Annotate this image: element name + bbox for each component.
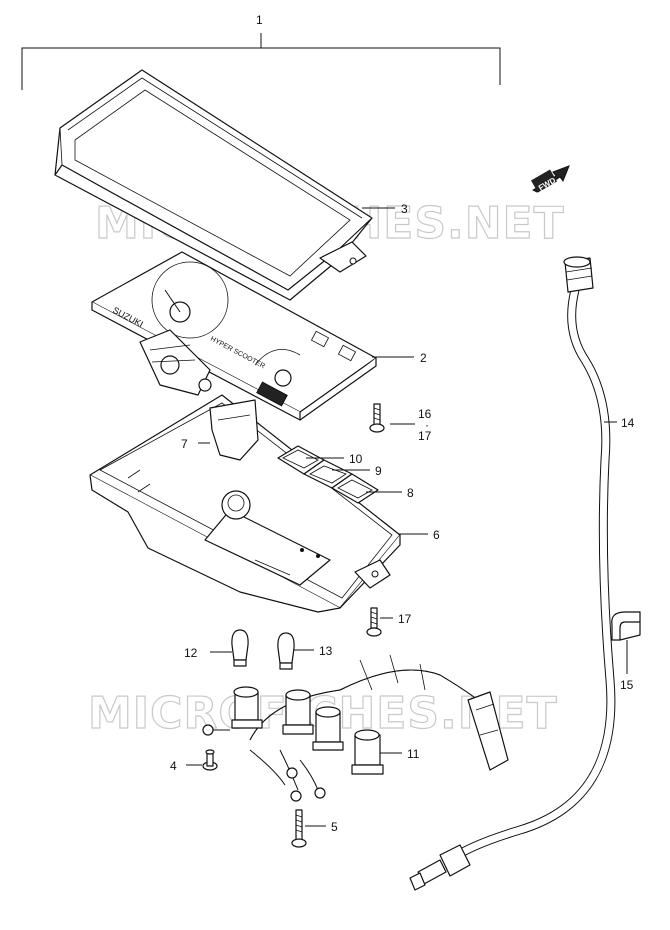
callout-5: 5: [331, 820, 338, 834]
screw-part-5: [291, 809, 307, 848]
bulb-socket-bracket-part: [209, 399, 259, 461]
meter-cover-part: [54, 69, 373, 301]
fwd-arrow-icon: FWD: [530, 165, 570, 193]
callout-11: 11: [407, 747, 420, 761]
callout-8: 8: [407, 486, 414, 500]
speedometer-cable-part: [409, 256, 616, 891]
callout-13: 13: [319, 644, 333, 658]
screw-part-16: [369, 403, 385, 433]
callout-16-dot: ·: [425, 418, 429, 432]
leader-lines: [186, 207, 628, 827]
callout-16: 16: [418, 407, 432, 421]
indicator-lenses: [277, 445, 379, 504]
cable-clamp-part: [611, 611, 641, 641]
assembly-bracket: [21, 33, 501, 90]
callout-labels: 1 2 3 4 5 6 7 8 9 10 11 12 13 14 15 16 ·…: [170, 13, 635, 834]
callout-12: 12: [184, 646, 198, 660]
callout-3: 3: [401, 202, 408, 216]
screw-part-4: [202, 749, 218, 771]
meter-mechanism: [139, 329, 212, 396]
callout-14: 14: [621, 416, 635, 430]
callout-7: 7: [181, 437, 188, 451]
callout-9: 9: [375, 464, 382, 478]
callout-17-upper: 17: [418, 429, 432, 443]
callout-4: 4: [170, 759, 177, 773]
callout-10: 10: [349, 452, 363, 466]
callout-17-lower: 17: [398, 612, 412, 626]
screw-part-17: [366, 607, 382, 637]
callout-6: 6: [433, 528, 440, 542]
bulb-part-12: [231, 629, 249, 667]
meter-case-part: [89, 394, 401, 613]
callout-15: 15: [620, 678, 634, 692]
bulb-part-13: [277, 632, 295, 670]
wiring-harness-part: [202, 654, 509, 802]
callout-1: 1: [256, 13, 263, 27]
meter-face-panel-part: SUZUKI HYPER SCOOTER: [91, 251, 377, 421]
callout-2: 2: [420, 351, 427, 365]
